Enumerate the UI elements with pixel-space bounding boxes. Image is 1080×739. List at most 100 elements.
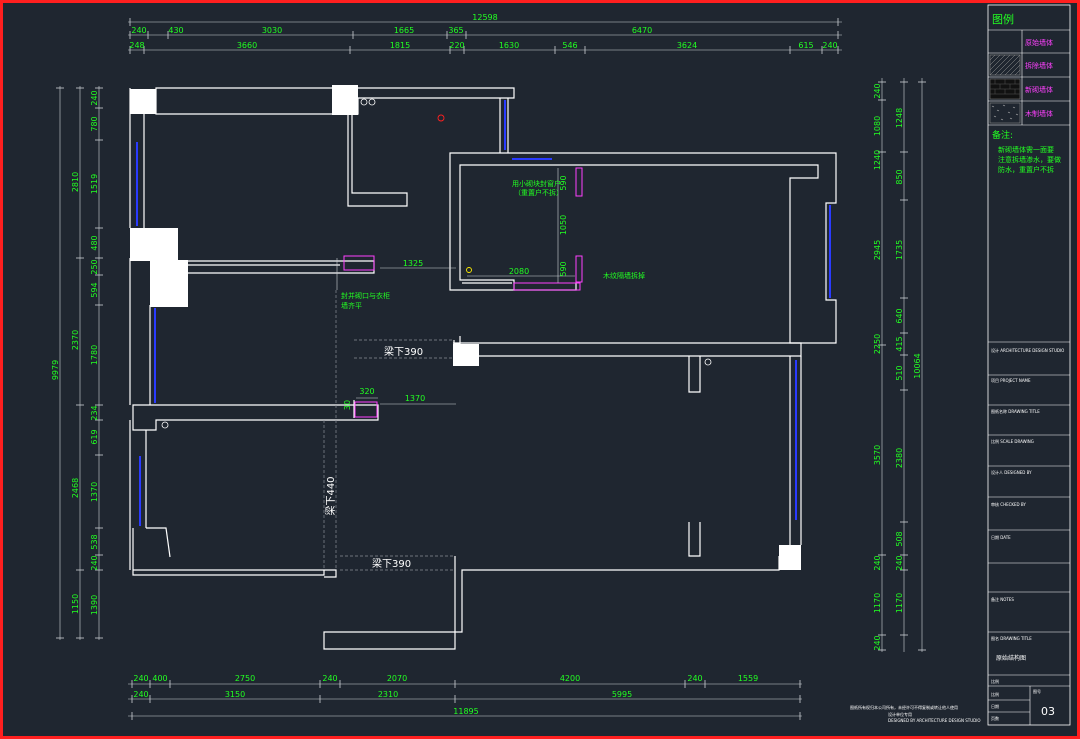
plan-note: 墙齐平	[341, 301, 362, 310]
windows	[136, 100, 831, 526]
title-field: 比例 SCALE DRAWING	[991, 438, 1034, 444]
dim-right-r1: 2945	[873, 240, 882, 260]
plan-dim: 2080	[509, 267, 529, 276]
beam-label: 梁下390	[384, 345, 423, 358]
dim-left-r2: 1370	[90, 482, 99, 502]
dim-top-r2: 546	[562, 41, 577, 50]
plan-dim: 1325	[403, 259, 423, 268]
top-dimensions: 12598 240 430 3030 1665 365 6470 248 366…	[128, 13, 842, 54]
title-field: 项目 PROJECT NAME	[991, 377, 1031, 383]
footer-line: 图纸所有权归本公司所有，未经许可不得复制或转让他人使用	[850, 704, 958, 710]
plan-dim: 320	[359, 387, 374, 396]
dim-bottom-total: 11895	[453, 707, 478, 716]
dim-top-r2: 3660	[237, 41, 257, 50]
dim-top-r1: 3030	[262, 26, 282, 35]
dim-left-r2: 538	[90, 534, 99, 549]
dim-right-r2: 415	[895, 336, 904, 351]
dim-right-r2: 1248	[895, 108, 904, 128]
dim-left-r1: 2468	[71, 478, 80, 498]
plan-note: 木纹隔墙拆掉	[603, 271, 645, 280]
title-field: 备注 NOTES	[991, 596, 1014, 602]
plan-walls	[129, 85, 837, 650]
title-block: 图例 原始墙体 拆除墙体 新砌墙体 木制墙体 备注: 新砌墙体需一面要 注意拆墙…	[850, 4, 1071, 726]
dim-bottom-r1: 2070	[387, 674, 407, 683]
dim-right-r1: 1080	[873, 116, 882, 136]
beam-label: 梁下390	[372, 557, 411, 570]
dim-left-r2: 1780	[90, 345, 99, 365]
right-dimensions: 240 1080 2945 3570 1170 240 1240 2250 24…	[873, 78, 926, 652]
dim-right-r2: 240	[895, 555, 904, 570]
legend-note: 防水，重置户不拆	[998, 165, 1054, 174]
plan-dim: 590	[559, 175, 568, 190]
title-field: 设计人 DESIGNED BY	[991, 469, 1032, 475]
beam-label: 梁下440	[324, 476, 337, 515]
dim-right-r1: 240	[873, 635, 882, 650]
dim-left-r2: 594	[90, 282, 99, 297]
dim-top-total: 12598	[472, 13, 497, 22]
fixtures	[161, 98, 712, 429]
dim-left-total: 9979	[51, 360, 60, 380]
dim-top-r2: 615	[798, 41, 813, 50]
dim-left-r2: 240	[90, 555, 99, 570]
dim-top-r1: 6470	[632, 26, 652, 35]
plan-note: （重置户不拆）	[514, 188, 563, 197]
dim-bottom-r2: 5995	[612, 690, 632, 699]
plan-dim: 1370	[405, 394, 425, 403]
plan-note: 封并砌口与衣柜	[341, 291, 390, 300]
dim-top-r1: 430	[168, 26, 183, 35]
legend-item: 原始墙体	[1025, 38, 1053, 47]
dim-bottom-r1: 2750	[235, 674, 255, 683]
dim-bottom-r1: 1559	[738, 674, 758, 683]
dim-left-r2: 1519	[90, 174, 99, 194]
dim-right-total: 10064	[913, 353, 922, 378]
dim-bottom-r1: 400	[152, 674, 167, 683]
scale-label: 比例	[991, 678, 999, 684]
row-label: 比例	[991, 691, 999, 697]
dim-right-r2: 640	[895, 308, 904, 323]
dim-bottom-r2: 2310	[378, 690, 398, 699]
row-label: 页数	[991, 715, 999, 721]
dim-right-misc: 1240	[873, 150, 882, 170]
dim-right-r1: 3570	[873, 445, 882, 465]
drawing-name-label: 图名 DRAWING TITLE	[991, 635, 1032, 641]
drawing-name: 原始结构图	[996, 654, 1026, 662]
dim-right-r1: 240	[873, 83, 882, 98]
dim-right-r2: 2380	[895, 448, 904, 468]
dim-right-r2: 1735	[895, 240, 904, 260]
plan-note: 用小砌块封窗户	[512, 179, 561, 188]
left-dimensions: 9979 2810 2370 2468 1150 240 780 1519 48…	[51, 86, 103, 640]
plan-dim: 1050	[559, 215, 568, 235]
dim-top-r2: 1815	[390, 41, 410, 50]
dim-top-r1: 240	[131, 26, 146, 35]
dim-left-r2: 780	[90, 116, 99, 131]
dim-bottom-r2: 3150	[225, 690, 245, 699]
plan-dim-lines	[336, 168, 575, 405]
dim-top-r1: 1665	[394, 26, 414, 35]
title-field: 设计 ARCHITECTURE DESIGN STUDIO	[991, 347, 1064, 353]
title-field: 图纸名称 DRAWING TITLE	[991, 408, 1040, 414]
dim-top-r1: 365	[448, 26, 463, 35]
legend-item: 新砌墙体	[1025, 85, 1053, 94]
legend-title: 图例	[992, 12, 1014, 26]
dim-right-r2: 508	[895, 531, 904, 546]
dim-right-misc: 2250	[873, 334, 882, 354]
plan-dim: 30	[343, 400, 352, 410]
dim-left-r2: 480	[90, 235, 99, 250]
legend-note: 新砌墙体需一面要	[998, 145, 1054, 154]
legend-note-title: 备注:	[992, 129, 1013, 141]
number-label: 图号	[1033, 688, 1041, 694]
dim-left-r2: 619	[90, 429, 99, 444]
dim-bottom-r1: 240	[687, 674, 702, 683]
title-field: 日期 DATE	[991, 534, 1011, 540]
dim-right-r2: 850	[895, 169, 904, 184]
dim-bottom-r1: 240	[133, 674, 148, 683]
footer-line: DESIGNED BY ARCHITECTURE DESIGN STUDIO	[888, 718, 981, 723]
dim-left-r2: 1390	[90, 595, 99, 615]
bottom-dimensions: 240 400 2750 240 2070 4200 240 1559 240 …	[128, 674, 802, 720]
dim-left-r2: 240	[90, 90, 99, 105]
legend-item: 拆除墙体	[1025, 61, 1053, 70]
new-walls	[343, 167, 583, 418]
dim-right-r1: 1170	[873, 593, 882, 613]
dim-left-r1: 2810	[71, 172, 80, 192]
